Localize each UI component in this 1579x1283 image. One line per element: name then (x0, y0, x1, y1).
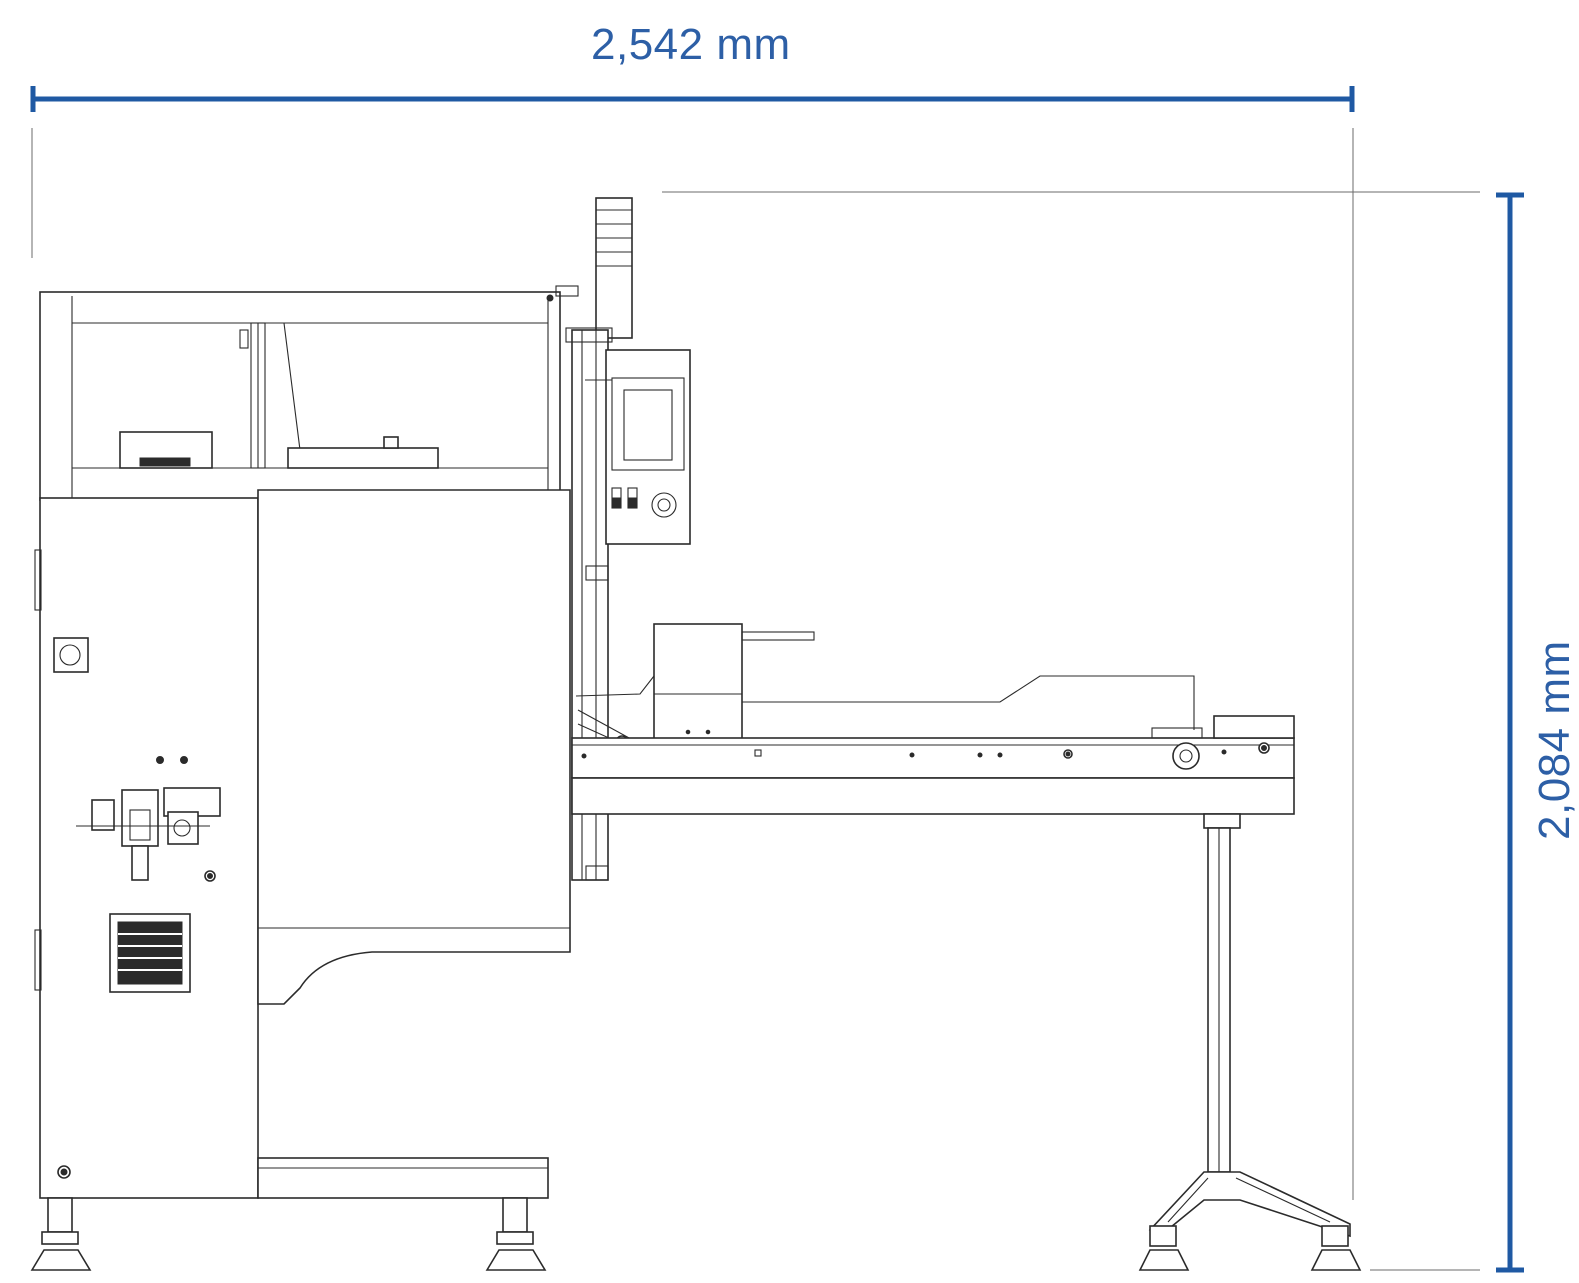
width-dimension-label: 2,542 mm (591, 20, 791, 69)
machine-feet (30, 1197, 547, 1271)
main-cabinet (34, 497, 259, 1199)
conveyor (571, 675, 1295, 815)
machine-body (257, 489, 571, 1199)
signal-tower (595, 197, 633, 339)
extension-lines (31, 128, 1480, 1271)
conveyor-stand (1138, 813, 1362, 1271)
height-dimension-line (1496, 192, 1524, 1273)
control-panel (585, 349, 691, 545)
height-dimension-label: 2,084 mm (1530, 640, 1579, 840)
width-dimension-line (30, 86, 1355, 112)
upper-guard (39, 285, 579, 501)
